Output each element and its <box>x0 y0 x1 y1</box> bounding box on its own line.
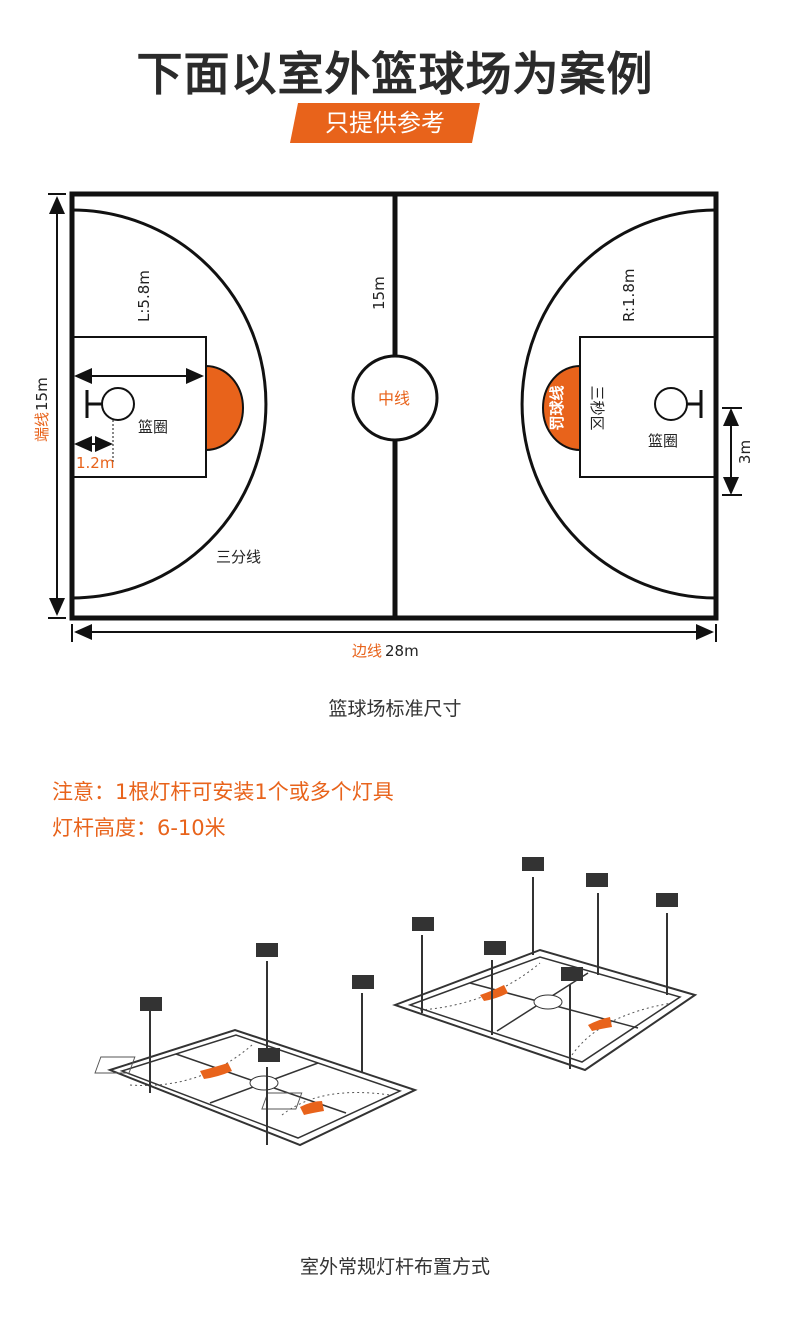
key-right <box>579 336 717 478</box>
center-circle-label: 中线 <box>378 389 410 408</box>
subtitle-banner: 只提供参考 <box>290 103 480 143</box>
svg-text:边线: 边线 <box>352 642 382 660</box>
light-pole <box>522 857 544 955</box>
lighting-caption: 室外常规灯杆布置方式 <box>299 1256 490 1278</box>
three-point-line-left <box>72 208 268 600</box>
light-pole <box>258 1048 280 1145</box>
end-line-label: 端线 15m <box>33 377 51 442</box>
svg-text:28m: 28m <box>385 642 419 660</box>
page-title: 下面以室外篮球场为案例 <box>136 47 654 101</box>
center-circle <box>351 354 439 442</box>
center-line-length-label: 15m <box>370 276 388 310</box>
free-throw-arc-label: 罚球线 <box>548 385 566 430</box>
key-width-label: 3m <box>736 440 754 464</box>
light-pole <box>352 975 374 1073</box>
subtitle: 只提供参考 <box>325 109 445 137</box>
three-second-area-label: 三秒区 <box>588 385 606 430</box>
hoop-right <box>654 387 688 421</box>
svg-text:15m: 15m <box>33 377 51 411</box>
light-pole <box>484 941 506 1035</box>
light-pole <box>256 943 278 1050</box>
free-throw-radius-label: R:1.8m <box>620 269 638 322</box>
side-line-label: 边线 28m <box>352 642 419 660</box>
lighting-layout-illustration <box>94 857 698 1147</box>
hoop-left <box>101 387 135 421</box>
light-pole <box>656 893 678 995</box>
light-pole <box>561 967 583 1069</box>
court-caption: 篮球场标准尺寸 <box>328 698 462 720</box>
three-point-line-right <box>520 208 716 600</box>
free-throw-arc-right <box>542 364 581 452</box>
note-line-1: 注意：1根灯杆可安装1个或多个灯具 <box>52 780 394 804</box>
note-line-2: 灯杆高度：6-10米 <box>52 816 226 840</box>
key-left <box>71 336 207 478</box>
court-diagram: L:5.8m 15m R:1.8m 中线 篮圈 篮圈 1.2m 罚球线 三秒区 … <box>33 191 754 660</box>
court-perspective-left <box>94 1028 418 1147</box>
three-point-radius-label: L:5.8m <box>135 270 153 322</box>
banner-shape <box>290 103 480 143</box>
court-perspective-right <box>392 948 698 1072</box>
hoop-label-right: 篮圈 <box>648 432 678 450</box>
hoop-label-left: 篮圈 <box>138 418 168 436</box>
free-throw-arc-left <box>205 364 244 452</box>
three-point-line-label: 三分线 <box>216 548 261 566</box>
light-pole <box>140 997 162 1093</box>
svg-text:端线: 端线 <box>33 412 51 442</box>
hoop-offset-label: 1.2m <box>76 454 114 472</box>
light-pole <box>586 873 608 975</box>
light-pole <box>412 917 434 1013</box>
